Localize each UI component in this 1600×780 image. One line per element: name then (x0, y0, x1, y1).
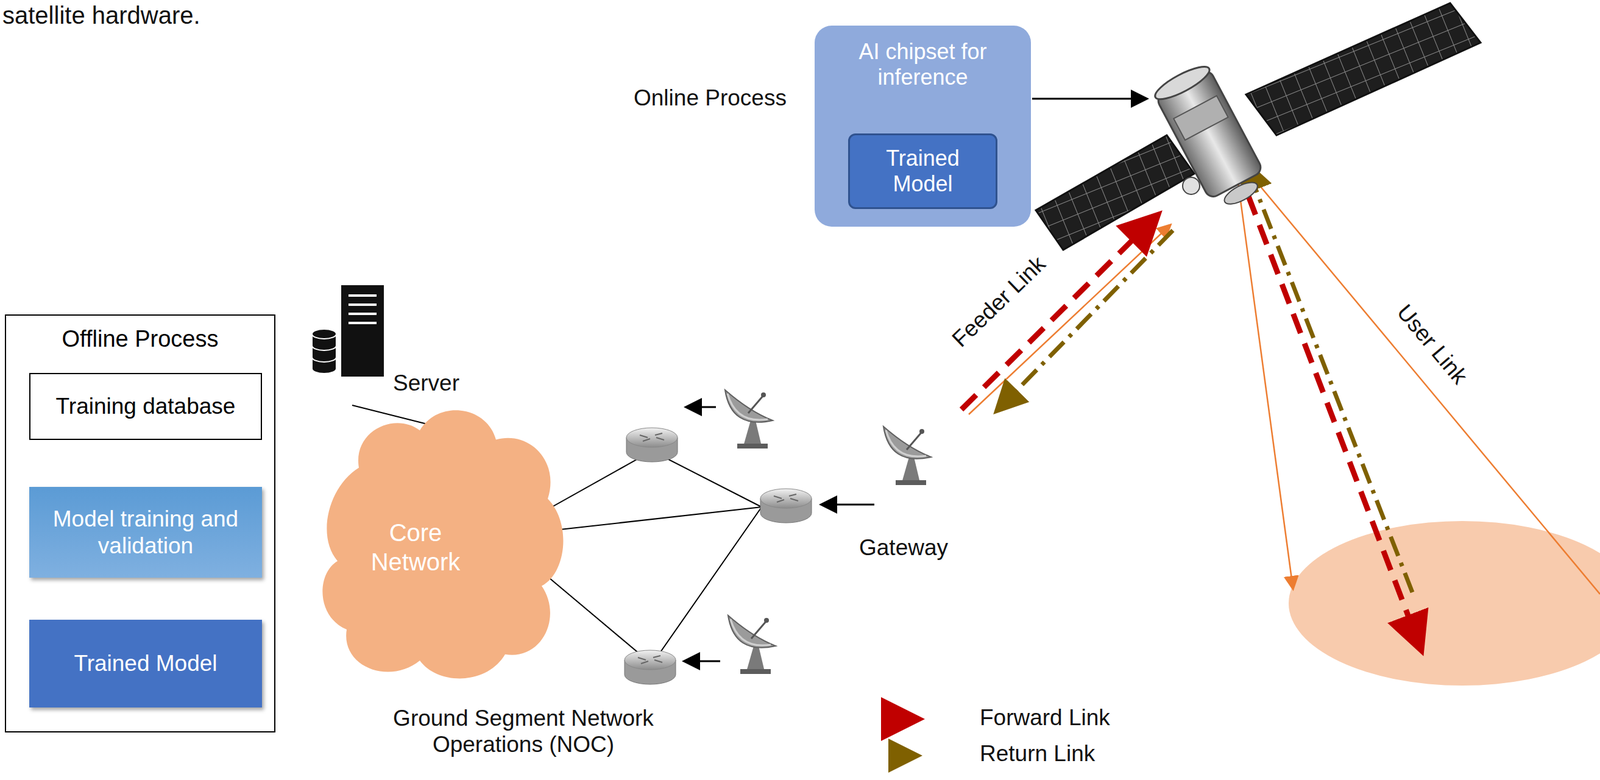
network-cloud: Core Network (316, 392, 567, 690)
caption-fragment: satellite hardware. (2, 1, 201, 30)
node-label: Model training and validation (42, 505, 250, 559)
server-label: Server (392, 370, 460, 397)
process-panel: Offline ProcessTraining databaseModel tr… (4, 314, 276, 733)
database-box: Training database (29, 372, 262, 440)
link-label: User Link (1391, 299, 1473, 389)
panel-heading: Offline Process (18, 325, 262, 353)
legend-label: Forward Link (979, 704, 1111, 732)
model-box: Trained Model (29, 619, 262, 708)
gateway-label: Gateway (859, 534, 949, 562)
node-label: Training database (35, 392, 256, 420)
node-label: Trained Model (42, 650, 250, 677)
process-label: Online Process (633, 85, 787, 112)
legend-label: Return Link (979, 740, 1095, 768)
training-box: Model training and validation (29, 486, 262, 578)
chipset-box: AI chipset for inferenceTrained Model (814, 25, 1031, 227)
model-box: Trained Model (848, 133, 998, 209)
link-label: Feeder Link (947, 251, 1052, 353)
node-label: Trained Model (856, 145, 991, 198)
node-label: Core Network (345, 518, 486, 576)
node-label: AI chipset for inference (831, 38, 1015, 91)
segment-label: Ground Segment Network Operations (NOC) (371, 705, 676, 758)
